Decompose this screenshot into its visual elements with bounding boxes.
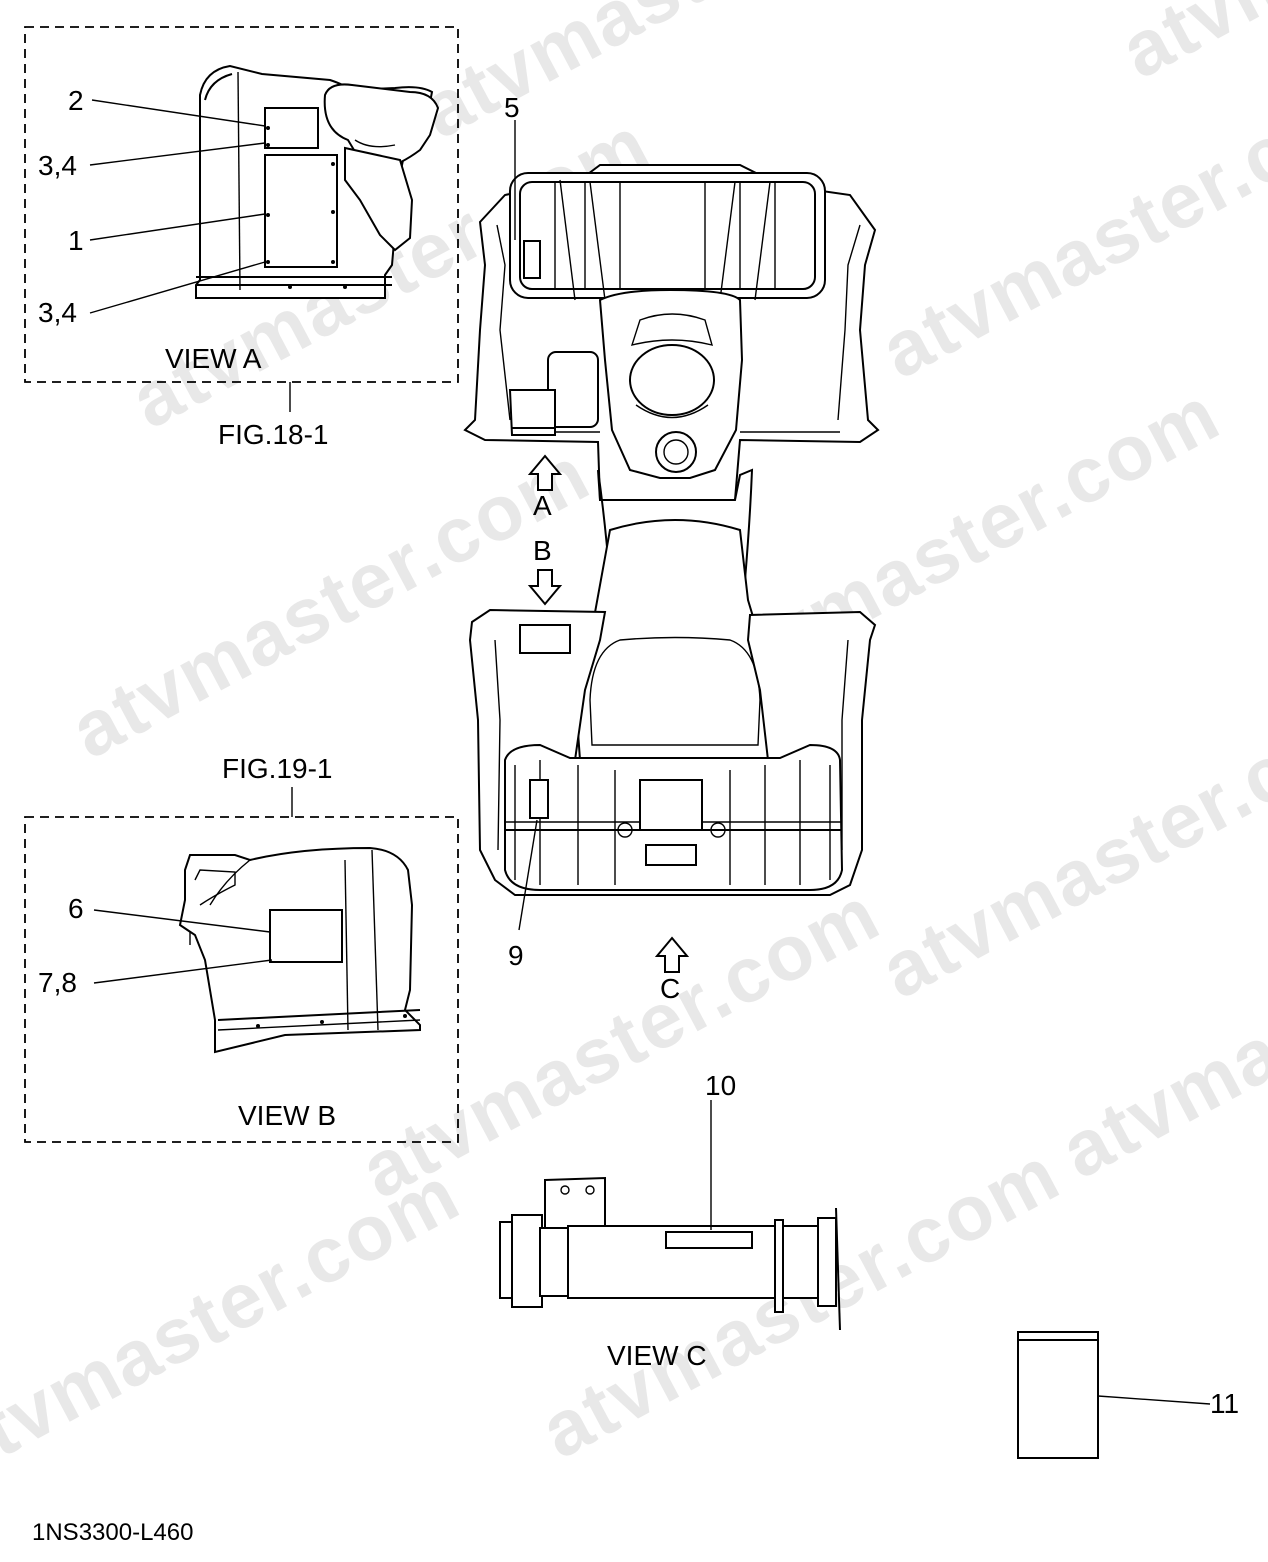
arrow-label-c: C bbox=[660, 973, 680, 1004]
view-b-fender-drawing bbox=[178, 846, 421, 1054]
callout-3-4-upper: 3,4 bbox=[38, 150, 77, 181]
view-b-panel: FIG.19-1 6 7,8 VIEW B bbox=[24, 753, 459, 1143]
view-a-fender-drawing bbox=[195, 64, 440, 299]
callout-3-4-lower: 3,4 bbox=[38, 297, 77, 328]
watermark-text: atvmaster.com bbox=[867, 669, 1268, 1015]
atv-top-view-drawing bbox=[463, 164, 880, 896]
callout-2: 2 bbox=[68, 85, 84, 116]
part-11-drawing: 11 bbox=[1017, 1331, 1239, 1459]
callout-10: 10 bbox=[705, 1070, 736, 1101]
view-a-panel: 2 3,4 1 3,4 VIEW A FIG.18-1 bbox=[24, 26, 459, 450]
view-c-drawing: 10 VIEW C bbox=[499, 1070, 841, 1371]
view-arrow-a: A bbox=[527, 454, 563, 521]
arrow-label-a: A bbox=[533, 490, 552, 521]
view-b-title: VIEW B bbox=[238, 1100, 336, 1131]
view-arrow-c: C bbox=[654, 936, 690, 1004]
callout-5: 5 bbox=[504, 92, 520, 123]
watermark-text: atvmaster.com bbox=[867, 49, 1268, 395]
watermark-text: atvmaster.com bbox=[527, 1129, 1074, 1475]
fig-18-1-label: FIG.18-1 bbox=[218, 419, 328, 450]
watermark-text: atvmaster.com bbox=[1107, 0, 1268, 95]
watermark-text: atvmaster.com bbox=[407, 0, 954, 155]
diagram-part-code: 1NS3300-L460 bbox=[32, 1519, 193, 1546]
callout-1: 1 bbox=[68, 225, 84, 256]
view-c-title: VIEW C bbox=[607, 1340, 707, 1371]
callout-6: 6 bbox=[68, 893, 84, 924]
arrow-label-b: B bbox=[533, 535, 552, 566]
callout-11: 11 bbox=[1210, 1388, 1239, 1419]
callout-9: 9 bbox=[508, 940, 524, 971]
view-a-title: VIEW A bbox=[165, 343, 262, 374]
callout-7-8: 7,8 bbox=[38, 967, 77, 998]
view-arrow-b: B bbox=[527, 535, 563, 606]
watermark-text: atvmaster.com bbox=[0, 1149, 473, 1495]
fig-19-1-label: FIG.19-1 bbox=[222, 753, 332, 784]
